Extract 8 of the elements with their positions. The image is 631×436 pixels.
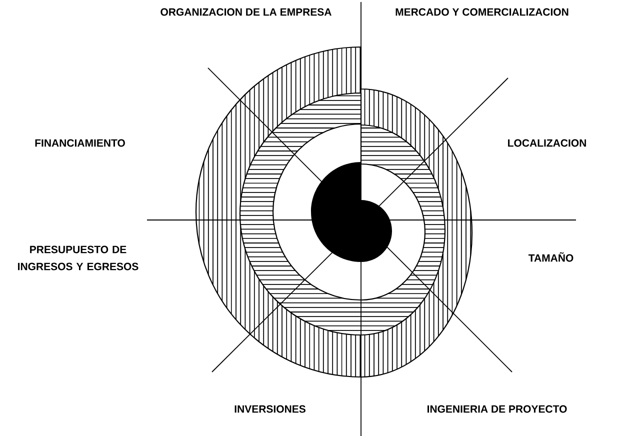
sector-label: LOCALIZACION (508, 139, 586, 147)
sector-label: PRESUPUESTO DE INGRESOS Y EGRESOS (18, 246, 138, 270)
sector-label: MERCADO Y COMERCIALIZACION (396, 8, 568, 16)
sector-label: TAMAÑO (528, 252, 574, 262)
sector-label: FINANCIAMIENTO (35, 139, 125, 147)
sector-label: ORGANIZACION DE LA EMPRESA (160, 8, 332, 16)
sector-label: INGENIERIA DE PROYECTO (428, 405, 567, 413)
sector-label: INVERSIONES (234, 405, 306, 413)
